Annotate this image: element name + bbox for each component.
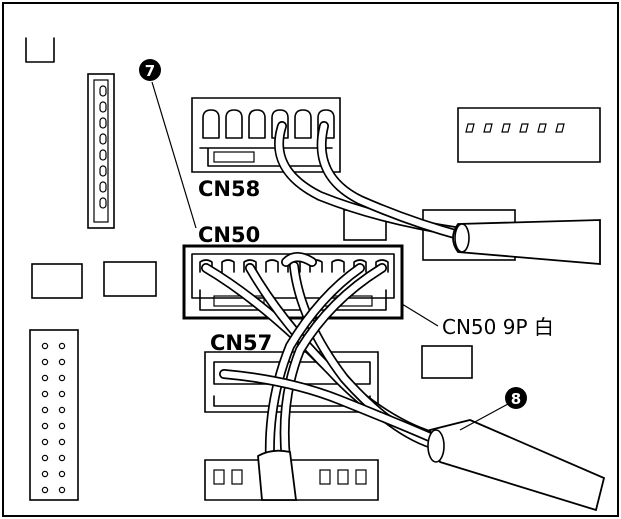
cn50-callout-line: [401, 303, 439, 327]
cn58-cable: [274, 121, 601, 265]
cn57-label: CN57: [210, 331, 272, 355]
marker-8-leader: [459, 403, 509, 431]
marker-7-leader: [151, 81, 197, 229]
cn50-callout-label: CN50 9P 白: [442, 315, 554, 339]
marker-8-number: 8: [511, 390, 521, 408]
marker-8-badge: [505, 387, 527, 409]
right-top-connector: [457, 107, 601, 163]
marker-7-number: 7: [145, 62, 155, 80]
component-block: [103, 261, 157, 297]
marker-7-badge: [139, 59, 161, 81]
component-block: [421, 345, 473, 379]
component-block: [31, 263, 83, 299]
double-row-pin-header: [29, 329, 79, 501]
corner-bracket: [25, 37, 55, 63]
cn50-cn57-cable-bundle: [201, 252, 606, 512]
cn58-label: CN58: [198, 177, 260, 201]
vertical-pin-connector: [87, 73, 115, 229]
cn50-label: CN50: [198, 223, 260, 247]
